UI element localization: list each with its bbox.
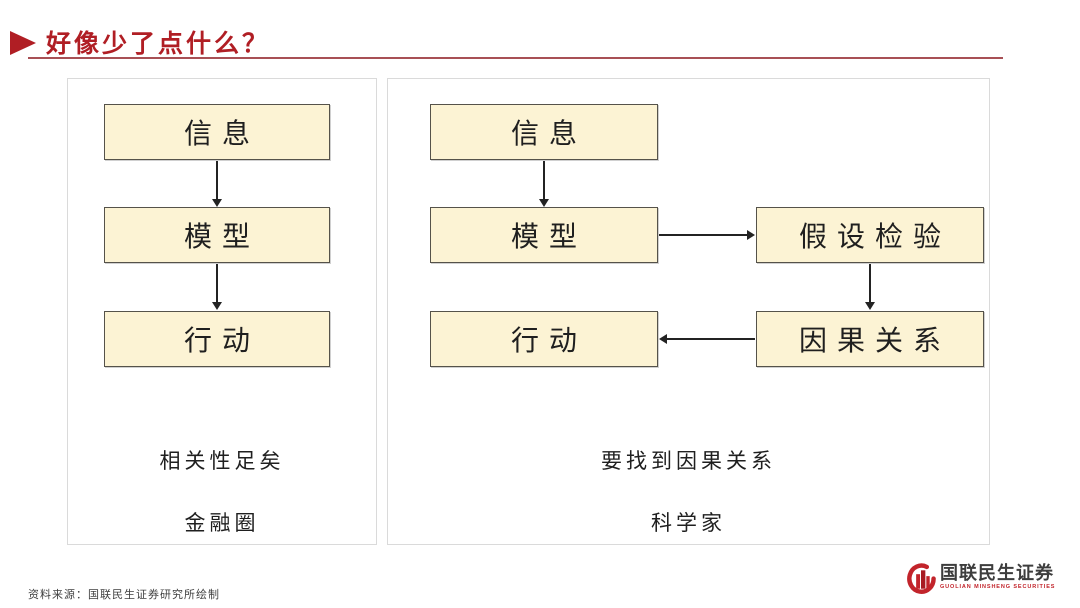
arrow-left-icon xyxy=(659,333,755,345)
node-causality: 因果关系 xyxy=(756,311,984,367)
panel-group-label: 科学家 xyxy=(651,511,726,535)
logo-name-en: GUOLIAN MINSHENG SECURITIES xyxy=(940,584,1056,590)
company-logo: 国联民生证券 GUOLIAN MINSHENG SECURITIES xyxy=(905,562,1055,600)
node-model: 模型 xyxy=(430,207,658,263)
node-action: 行动 xyxy=(104,311,330,367)
source-note: 资料来源：国联民生证券研究所绘制 xyxy=(28,589,220,601)
arrow-down-icon xyxy=(211,161,223,207)
title-bullet-icon xyxy=(10,31,36,55)
title-underline xyxy=(28,57,1003,59)
panel-science: 信息 模型 假设检验 因果关系 行动 要找到因果关系 科学家 xyxy=(387,78,990,545)
node-hypothesis-test: 假设检验 xyxy=(756,207,984,263)
node-action: 行动 xyxy=(430,311,658,367)
logo-name-cn: 国联民生证券 xyxy=(940,563,1054,583)
node-model: 模型 xyxy=(104,207,330,263)
arrow-down-icon xyxy=(211,264,223,310)
page-title: 好像少了点什么？ xyxy=(46,31,271,58)
arrow-right-icon xyxy=(659,229,755,241)
guolian-logo-icon xyxy=(907,563,936,594)
node-info: 信息 xyxy=(104,104,330,160)
node-info: 信息 xyxy=(430,104,658,160)
panel-finance: 信息 模型 行动 相关性足矣 金融圈 xyxy=(67,78,377,545)
panel-caption: 相关性足矣 xyxy=(159,449,285,473)
panel-caption: 要找到因果关系 xyxy=(601,449,776,473)
arrow-down-icon xyxy=(864,264,876,310)
panel-group-label: 金融圈 xyxy=(184,511,260,535)
arrow-down-icon xyxy=(538,161,550,207)
